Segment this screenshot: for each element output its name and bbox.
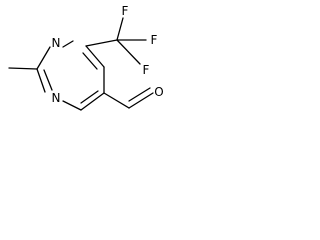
bond-n3-c2 bbox=[36, 68, 46, 93]
bond-cho-o bbox=[128, 92, 154, 109]
structure-canvas: N N F F F O bbox=[0, 0, 184, 134]
bond-c6-c5-inner bbox=[82, 52, 98, 70]
bond-c4-c3-inner bbox=[80, 90, 99, 104]
bond-c6-c5 bbox=[85, 45, 105, 68]
molecule-structure: N N F F F O bbox=[8, 4, 164, 111]
bond-cho-o-inner bbox=[128, 87, 151, 102]
bond-cf3-f-bottom bbox=[116, 39, 141, 65]
bond-c4-c3 bbox=[80, 92, 105, 111]
bond-c3-n3 bbox=[62, 100, 82, 111]
bond-n1-c6 bbox=[62, 40, 74, 48]
atom-f-bottom: F bbox=[143, 63, 150, 77]
bond-methyl bbox=[8, 67, 38, 70]
atom-o: O bbox=[154, 85, 163, 99]
bond-n3-c2-inner bbox=[43, 69, 53, 91]
atom-n3: N bbox=[52, 91, 61, 105]
atom-f-right: F bbox=[151, 33, 158, 47]
bond-c4-cho bbox=[103, 92, 130, 109]
bond-cf3-f-top bbox=[116, 17, 124, 41]
bond-c2-n1 bbox=[36, 46, 51, 70]
atom-n1: N bbox=[52, 36, 61, 50]
atom-f-top: F bbox=[122, 4, 129, 18]
bond-c6-cf3 bbox=[85, 39, 118, 47]
